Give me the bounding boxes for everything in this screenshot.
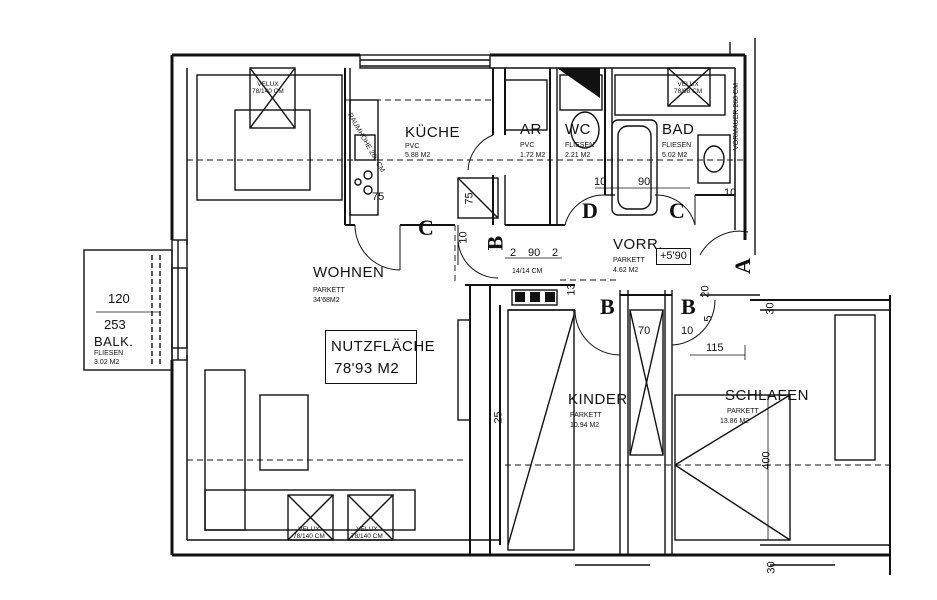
door-mark-a: A (729, 258, 755, 274)
room-floor-wc: FLIESEN (565, 142, 595, 149)
dim-label: 10 (724, 187, 737, 199)
room-area-schlafen: 13.86 M2 (720, 418, 750, 425)
room-floor-balk: FLIESEN (94, 350, 124, 357)
velux-size: 78/140 CM (293, 532, 325, 540)
door-mark-c: C (669, 198, 685, 223)
bedroom-furniture (507, 289, 876, 551)
dim-label: 20 (699, 285, 712, 298)
room-area-kueche: 5.88 M2 (405, 152, 431, 159)
room-area-bad: 5.02 M2 (662, 152, 688, 159)
stove-burner-icon (530, 292, 540, 302)
door-mark-b: B (482, 235, 508, 251)
room-floor-vorr: PARKETT (613, 257, 645, 264)
nutzflaeche-box: NUTZFLÄCHE 78'93 M2 (325, 330, 435, 384)
dim-label: 25 (492, 411, 505, 424)
dim-label: 10 (594, 176, 607, 188)
balk-width: 120 (108, 291, 130, 306)
door-swings (354, 134, 749, 356)
dim-label: 10 (457, 231, 470, 244)
room-name-bad: BAD (662, 121, 695, 138)
door-mark-c: C (418, 215, 434, 240)
room-area-ar: 1.72 M2 (520, 152, 546, 159)
room-name-kueche: KÜCHE (405, 124, 461, 141)
room-name-balk: BALK. (94, 334, 134, 349)
stove-burner-icon (515, 292, 525, 302)
velux-size: 78/140 CM (351, 532, 383, 540)
dim-label: 70 (638, 325, 651, 337)
room-name-wc: WC (565, 121, 591, 138)
dim-label: 2 (510, 247, 517, 259)
room-name-ar: AR (520, 121, 542, 138)
velux-name: VELUX (298, 526, 320, 533)
dim-label: 13 (565, 283, 578, 296)
velux-size: 78/98 CM (674, 87, 703, 95)
dimension-lines (96, 187, 769, 540)
outer-walls (170, 38, 891, 575)
dim-label: 2 (552, 247, 559, 259)
room-name-schlafen: SCHLAFEN (725, 387, 810, 404)
dim-label: 90 (638, 176, 651, 188)
velux-name: VELUX (257, 81, 279, 88)
room-floor-ar: PVC (520, 142, 535, 149)
room-area-wohnen: 34'68M2 (313, 297, 340, 304)
room-name-vorr: VORR. (613, 236, 664, 253)
dim-label: 5 (702, 315, 715, 322)
room-area-kinder: 10.94 M2 (570, 422, 600, 429)
dim-label: 90 (528, 247, 541, 259)
dim-label: 115 (706, 342, 724, 354)
room-floor-bad: FLIESEN (662, 142, 692, 149)
dim-label: 400 (760, 451, 773, 470)
dim-label: 75 (372, 191, 385, 203)
dim-label: 75 (463, 192, 476, 205)
vormauer-note: VORMAUER 260 CM (733, 83, 740, 150)
dim-label: 30 (764, 302, 777, 315)
velux-size: 78/140 CM (252, 87, 284, 95)
dim-label: 10 (681, 325, 694, 337)
stair-marker (557, 68, 600, 98)
room-name-wohnen: WOHNEN (313, 264, 385, 281)
dim-label: 14/14 CM (512, 268, 543, 275)
interior-walls (344, 68, 760, 555)
nutzflaeche-label: NUTZFLÄCHE (331, 338, 436, 355)
velux-name: VELUX (677, 81, 699, 88)
level-marker: +5'90 (656, 248, 691, 265)
bath-fixtures (504, 74, 731, 216)
nutzflaeche-value: 78'93 M2 (334, 360, 400, 377)
door-mark-b: B (681, 294, 696, 319)
room-floor-kinder: PARKETT (570, 412, 602, 419)
kitchen-counter (349, 99, 499, 219)
door-mark-b: B (600, 294, 615, 319)
dim-label: 30 (765, 561, 778, 574)
stove-burner-icon (545, 292, 555, 302)
velux-windows (249, 67, 711, 541)
room-name-kinder: KINDER (568, 391, 628, 408)
room-floor-schlafen: PARKETT (727, 408, 759, 415)
door-mark-d: D (582, 198, 598, 223)
velux-name: VELUX (356, 526, 378, 533)
room-area-vorr: 4.62 M2 (613, 267, 639, 274)
living-furniture (196, 74, 471, 531)
room-floor-kueche: PVC (405, 143, 420, 150)
room-floor-wohnen: PARKETT (313, 287, 345, 294)
room-area-wc: 2.21 M2 (565, 152, 591, 159)
windows (171, 54, 491, 349)
balk-depth: 253 (104, 317, 126, 332)
room-area-balk: 3.02 M2 (94, 359, 120, 366)
